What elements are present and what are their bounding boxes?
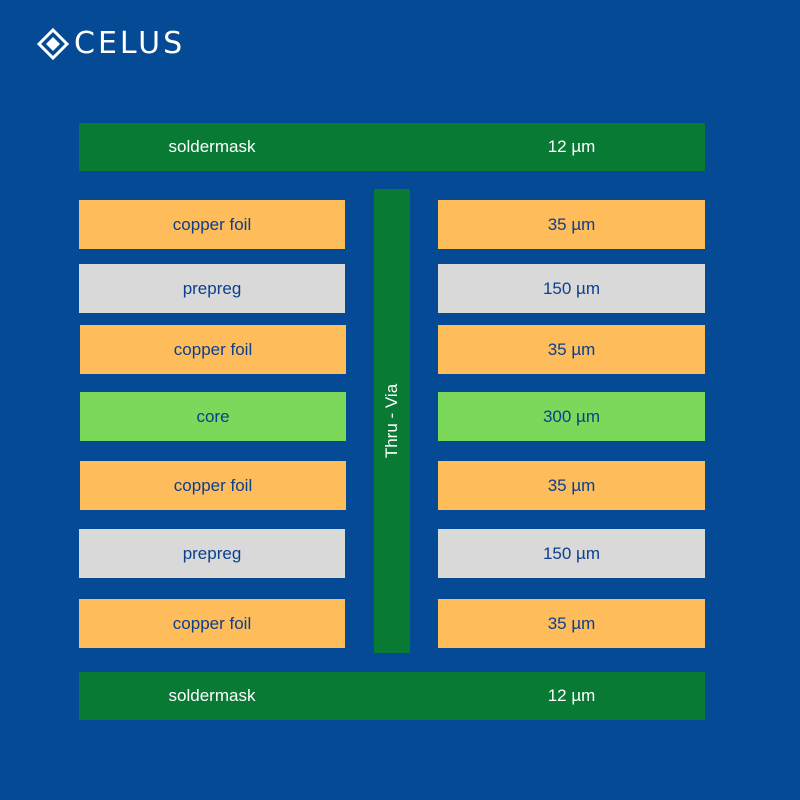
top-soldermask-thickness: 12 µm [547,137,596,156]
layer-5-label: copper foil [80,461,346,510]
thru-via: Thru - Via [374,189,410,653]
layer-7-thickness: 35 µm [438,599,705,648]
layer-6-label: prepreg [79,529,345,578]
bottom-soldermask-row: soldermask 12 µm [79,672,705,720]
layer-1-thickness: 35 µm [438,200,705,249]
celus-logo: CELUS [36,26,185,62]
bottom-soldermask-thickness: 12 µm [547,686,596,705]
layer-4-thickness: 300 µm [438,392,705,441]
layer-1-label: copper foil [79,200,345,249]
top-soldermask-label: soldermask [168,137,256,156]
layer-2-label: prepreg [79,264,345,313]
layer-2-thickness: 150 µm [438,264,705,313]
layer-3-thickness: 35 µm [438,325,705,374]
layer-4-label: core [80,392,346,441]
top-soldermask-row: soldermask 12 µm [79,123,705,171]
layer-7-label: copper foil [79,599,345,648]
thru-via-label: Thru - Via [382,383,401,459]
celus-diamond-logo-icon [36,27,70,61]
bottom-soldermask-label: soldermask [168,686,256,705]
layer-3-label: copper foil [80,325,346,374]
layer-6-thickness: 150 µm [438,529,705,578]
brand-name: CELUS [74,26,186,61]
layer-5-thickness: 35 µm [438,461,705,510]
